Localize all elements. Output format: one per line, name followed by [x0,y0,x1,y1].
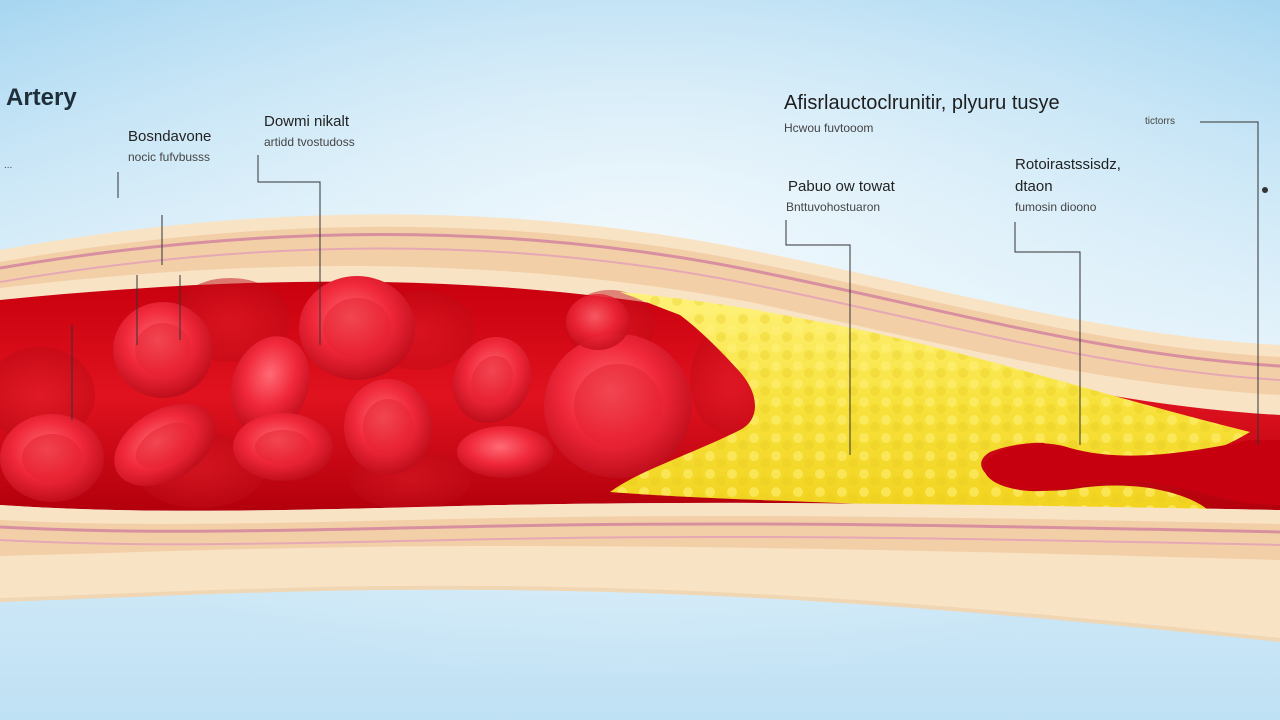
label-4-desc: Bnttuvohostuaron [786,200,881,214]
diagram-title: Artery [6,84,77,111]
label-2-name: Dowmi nikalt [264,113,350,130]
label-5-name: Rotoirastssisdz, [1015,156,1121,173]
label-1-desc: nocic fufvbusss [128,150,211,164]
leader-lines [71,121,1259,455]
narrowed-channel [984,440,1280,505]
label-5-desc: fumosin dioono [1015,200,1097,214]
label-1-name: Bosndavone [128,128,212,145]
vessel-stripe-top-2 [0,247,1280,381]
label-3-desc: Hcwou fuvtooom [784,121,874,135]
vessel-stripe-top [0,233,1280,368]
label-4-name: Pabuo ow towat [788,178,895,195]
red-blood-cell [566,294,630,350]
vessel-wall-lower-edge [0,585,1280,642]
red-blood-cell [457,426,553,478]
label-5-name-2: dtaon [1015,178,1053,195]
vessel-stripe-bottom-2 [0,535,1280,546]
vessel-wall-top-band [0,226,1280,395]
left-edge-mark: ... [4,160,13,171]
leader-dot [1262,187,1268,193]
label-2-desc: artidd tvostudoss [264,135,355,149]
vessel-stripe-bottom [0,522,1280,534]
red-blood-cells [0,276,770,510]
red-blood-cell [230,336,310,434]
label-6-desc: tictorrs [1145,116,1175,127]
label-3-heading: Afisrlauctoclrunitir, plyuru tusye [784,92,1060,114]
